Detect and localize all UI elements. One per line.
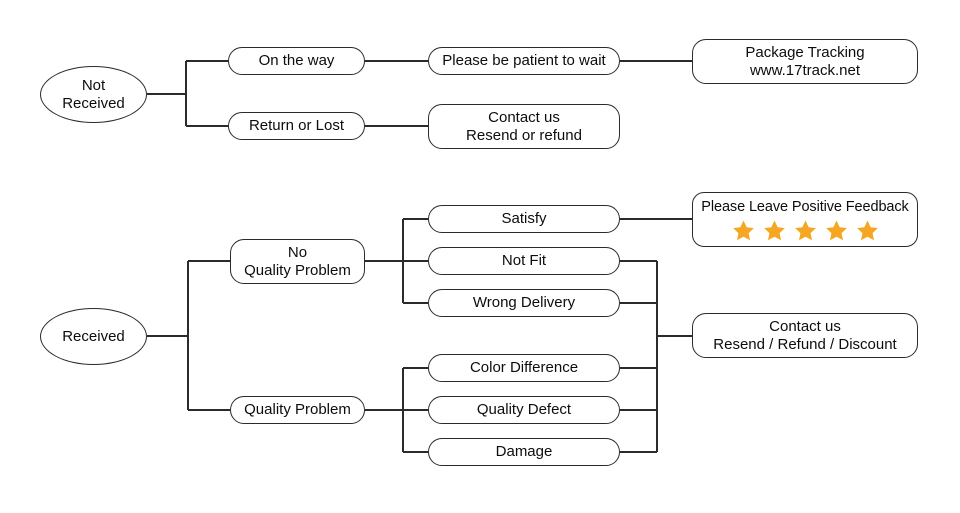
node-satisfy[interactable]: Satisfy [428, 205, 620, 233]
star-icon [732, 220, 754, 241]
node-not-fit[interactable]: Not Fit [428, 247, 620, 275]
node-quality-problem[interactable]: Quality Problem [230, 396, 365, 424]
node-on-the-way[interactable]: On the way [228, 47, 365, 75]
node-contact-resend-refund-discount[interactable]: Contact us Resend / Refund / Discount [692, 313, 918, 358]
star-icon [825, 220, 847, 241]
node-damage[interactable]: Damage [428, 438, 620, 466]
node-package-tracking[interactable]: Package Tracking www.17track.net [692, 39, 918, 84]
node-positive-feedback[interactable]: Please Leave Positive Feedback [692, 192, 918, 247]
node-contact-resend-refund[interactable]: Contact us Resend or refund [428, 104, 620, 149]
node-return-or-lost[interactable]: Return or Lost [228, 112, 365, 140]
node-no-quality-problem[interactable]: No Quality Problem [230, 239, 365, 284]
node-received[interactable]: Received [40, 308, 147, 365]
star-icon [794, 220, 816, 241]
node-quality-defect[interactable]: Quality Defect [428, 396, 620, 424]
node-color-difference[interactable]: Color Difference [428, 354, 620, 382]
star-rating[interactable] [732, 219, 879, 242]
feedback-label: Please Leave Positive Feedback [701, 198, 909, 215]
node-please-be-patient[interactable]: Please be patient to wait [428, 47, 620, 75]
node-not-received[interactable]: Not Received [40, 66, 147, 123]
node-wrong-delivery[interactable]: Wrong Delivery [428, 289, 620, 317]
star-icon [856, 220, 878, 241]
star-icon [763, 220, 785, 241]
